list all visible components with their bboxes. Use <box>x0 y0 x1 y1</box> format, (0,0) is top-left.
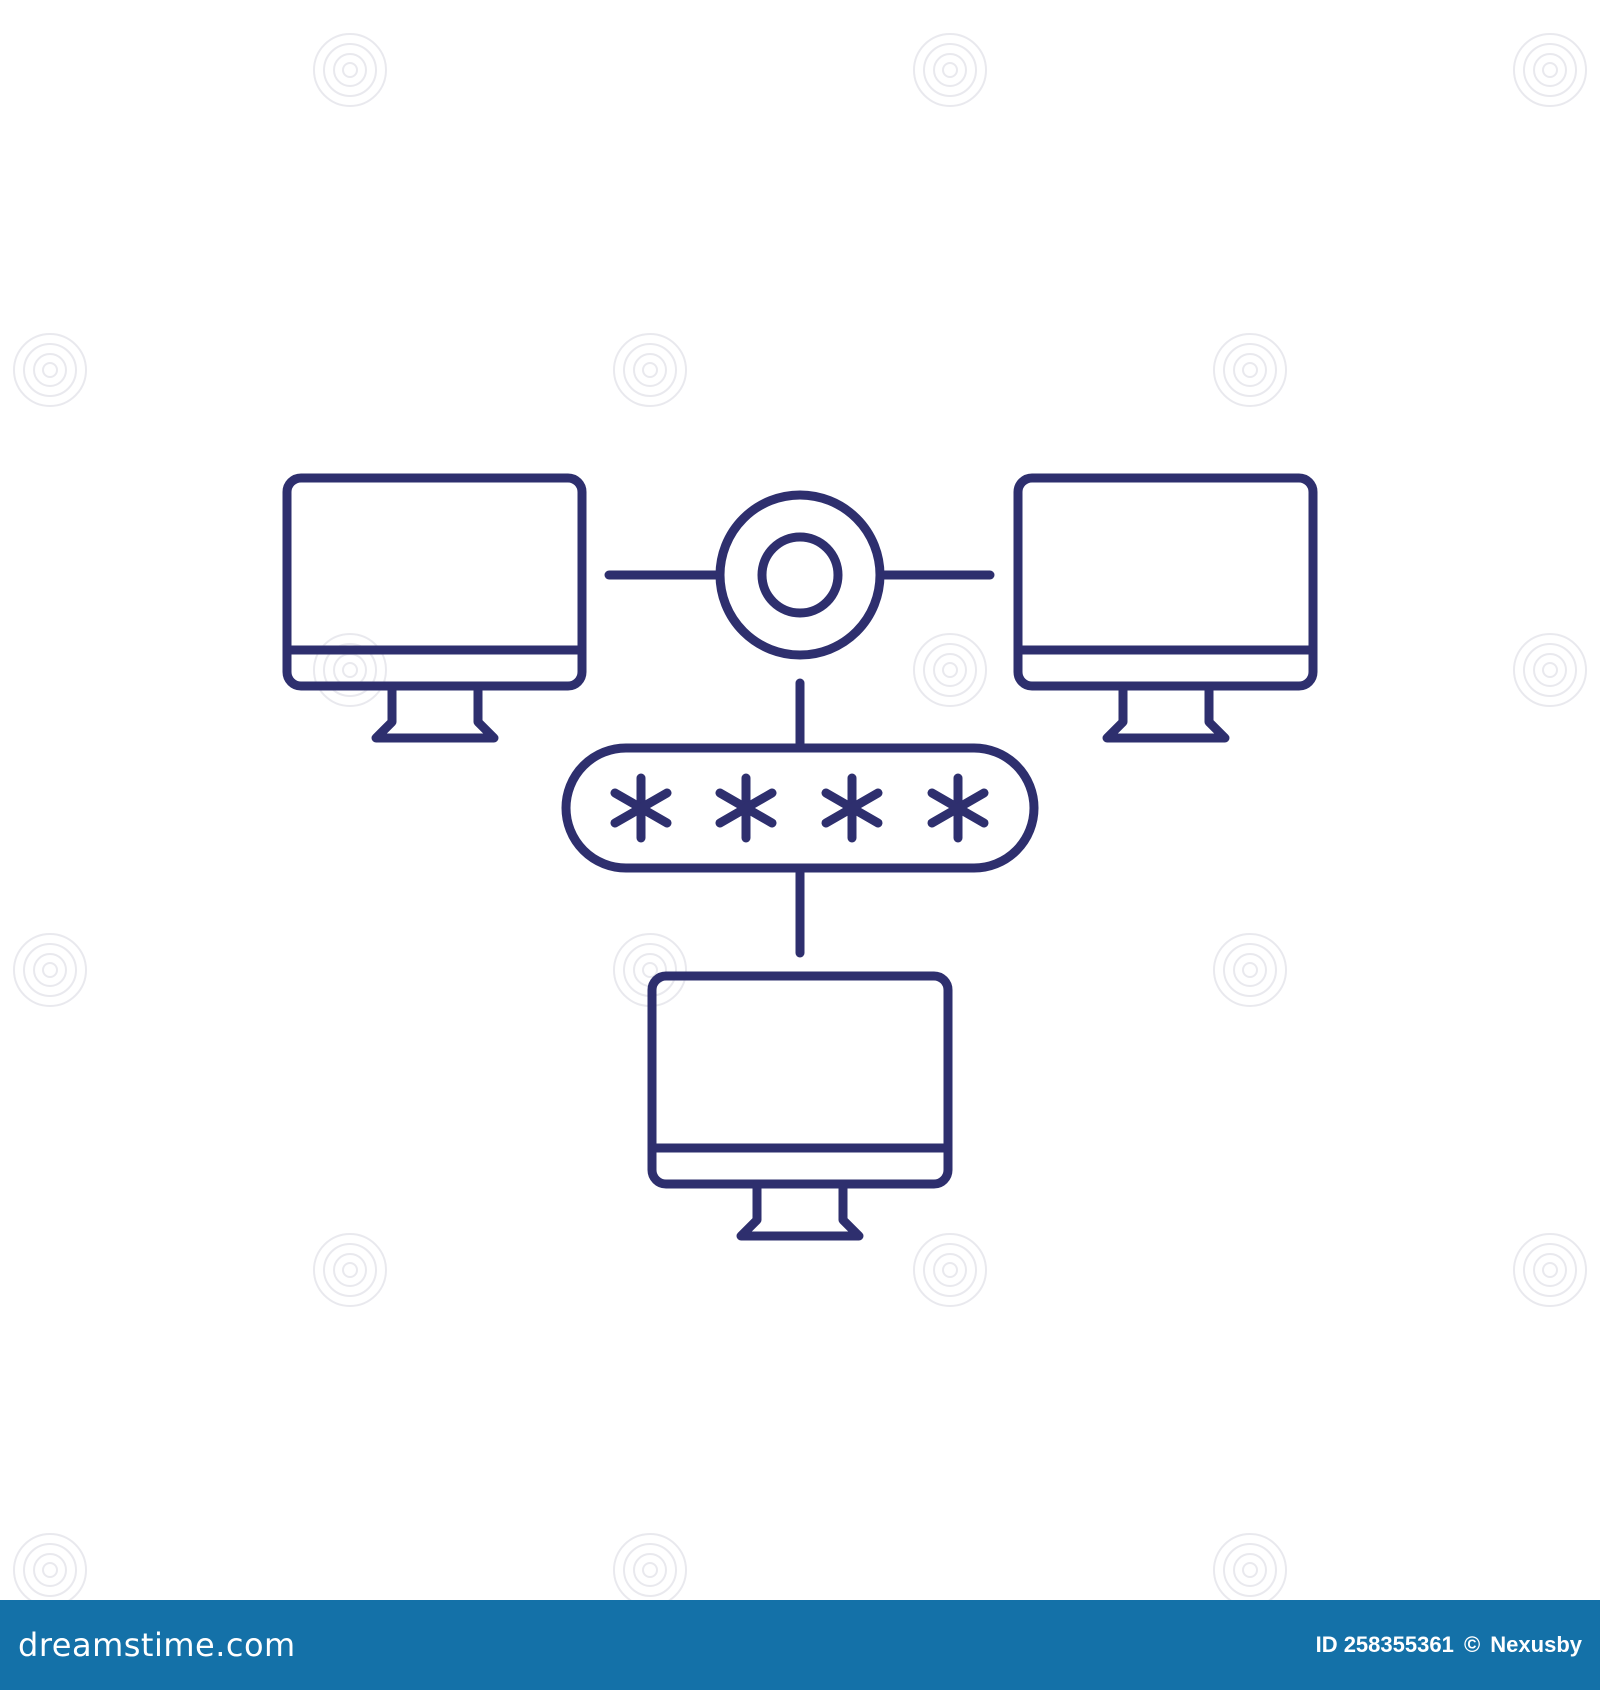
watermark-swirl <box>1513 633 1587 707</box>
network-hub-icon <box>715 490 885 660</box>
watermark-swirl <box>13 1533 87 1600</box>
watermark-swirl <box>1533 653 1567 687</box>
watermark-swirl <box>1523 1243 1577 1297</box>
watermark-swirl <box>623 1543 677 1597</box>
watermark-swirl <box>333 653 367 687</box>
monitor-right-icon <box>1013 473 1318 743</box>
watermark-pattern <box>13 33 1587 1600</box>
watermark-swirl <box>313 33 387 107</box>
watermark-swirl <box>323 1243 377 1297</box>
watermark-swirl <box>23 1543 77 1597</box>
watermark-swirl <box>33 1553 67 1587</box>
watermark-swirl <box>642 362 658 378</box>
watermark-swirl <box>923 43 977 97</box>
watermark-swirl <box>942 62 958 78</box>
watermark-swirl <box>923 1243 977 1297</box>
watermark-swirl <box>1533 1253 1567 1287</box>
watermark-swirl <box>1223 343 1277 397</box>
watermark-swirl <box>633 353 667 387</box>
watermark-swirl <box>1513 33 1587 107</box>
watermark-swirl <box>1233 953 1267 987</box>
author-name: Nexusby <box>1490 1632 1582 1657</box>
copyright-symbol: © <box>1463 1632 1481 1657</box>
watermark-swirl <box>933 653 967 687</box>
watermark-swirl <box>942 662 958 678</box>
watermark-swirl <box>1523 43 1577 97</box>
watermark-swirl <box>23 943 77 997</box>
image-id: ID 258355361 <box>1315 1632 1454 1657</box>
watermark-swirl <box>642 1562 658 1578</box>
password-asterisks <box>610 773 989 843</box>
asterisk-glyph <box>715 773 777 843</box>
network-password-illustration <box>13 33 1587 1600</box>
watermark-swirl <box>313 633 387 707</box>
watermark-swirl <box>1223 943 1277 997</box>
watermark-swirl <box>333 1253 367 1287</box>
image-credit: ID 258355361 © Nexusby <box>1312 1632 1582 1658</box>
watermark-swirl <box>933 53 967 87</box>
watermark-swirl <box>623 343 677 397</box>
dreamstime-logo: dreamstime.com <box>18 1626 296 1664</box>
watermark-swirl <box>613 333 687 407</box>
watermark-swirl <box>42 362 58 378</box>
watermark-swirl <box>1542 62 1558 78</box>
watermark-swirl <box>1533 53 1567 87</box>
watermark-swirl <box>633 1553 667 1587</box>
watermark-swirl <box>913 633 987 707</box>
watermark-swirl <box>913 33 987 107</box>
watermark-swirl <box>1213 333 1287 407</box>
watermark-swirl <box>342 1262 358 1278</box>
watermark-swirl <box>13 933 87 1007</box>
watermark-swirl <box>1242 1562 1258 1578</box>
watermark-swirl <box>42 962 58 978</box>
watermark-swirl <box>33 953 67 987</box>
watermark-swirl <box>933 1253 967 1287</box>
watermark-swirl <box>1233 1553 1267 1587</box>
watermark-swirl <box>23 343 77 397</box>
monitor-left-icon <box>282 473 587 743</box>
asterisk-glyph <box>927 773 989 843</box>
watermark-swirl <box>342 662 358 678</box>
watermark-swirl <box>13 333 87 407</box>
watermark-footer: dreamstime.com ID 258355361 © Nexusby <box>0 1600 1600 1690</box>
watermark-swirl <box>333 53 367 87</box>
watermark-swirl <box>33 353 67 387</box>
watermark-swirl <box>923 643 977 697</box>
password-field-icon <box>561 743 1039 873</box>
watermark-swirl <box>913 1233 987 1307</box>
watermark-swirl <box>1213 933 1287 1007</box>
watermark-swirl <box>642 962 658 978</box>
asterisk-glyph <box>821 773 883 843</box>
watermark-swirl <box>1513 1233 1587 1307</box>
watermark-swirl <box>1223 1543 1277 1597</box>
watermark-swirl <box>1213 1533 1287 1600</box>
watermark-swirl <box>1242 962 1258 978</box>
watermark-swirl <box>613 1533 687 1600</box>
watermark-swirl <box>1542 662 1558 678</box>
watermark-swirl <box>1242 362 1258 378</box>
watermark-swirl <box>323 643 377 697</box>
watermark-swirl <box>1542 1262 1558 1278</box>
watermark-swirl <box>342 62 358 78</box>
watermark-swirl <box>942 1262 958 1278</box>
watermark-swirl <box>323 43 377 97</box>
monitor-bottom-icon <box>647 971 953 1241</box>
watermark-swirl <box>313 1233 387 1307</box>
watermark-swirl <box>42 1562 58 1578</box>
watermark-swirl <box>1233 353 1267 387</box>
watermark-swirl <box>1523 643 1577 697</box>
asterisk-glyph <box>610 773 672 843</box>
